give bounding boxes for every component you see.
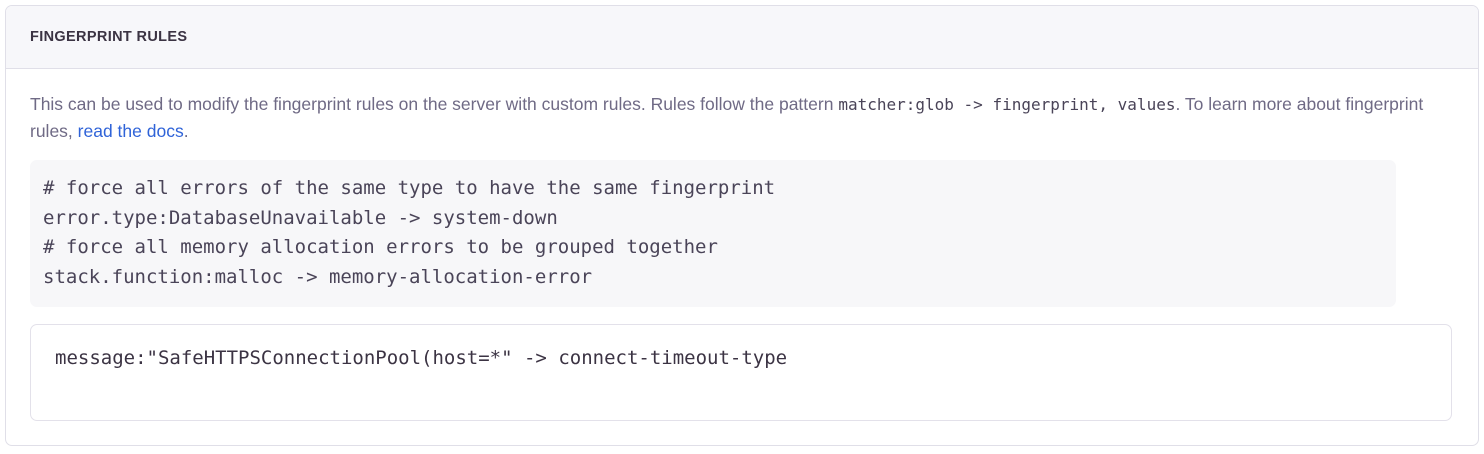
page-title: FINGERPRINT RULES	[30, 28, 188, 45]
example-code-block: # force all errors of the same type to h…	[30, 160, 1396, 307]
inline-code-pattern: matcher:glob -> fingerprint, values	[838, 95, 1176, 114]
description-text-part2: . To learn more about fingerprint rules,	[30, 94, 1424, 141]
description-text-part1: This can be used to modify the fingerpri…	[30, 94, 839, 114]
panel-description: This can be used to modify the fingerpri…	[30, 91, 1430, 144]
code-line: stack.function:malloc -> memory-allocati…	[43, 265, 593, 288]
fingerprint-rules-panel: FINGERPRINT RULES This can be used to mo…	[5, 5, 1479, 446]
panel-header: FINGERPRINT RULES	[6, 6, 1478, 69]
code-line: error.type:DatabaseUnavailable -> system…	[43, 206, 558, 229]
fingerprint-rules-input[interactable]	[30, 324, 1452, 421]
read-the-docs-link[interactable]: read the docs	[77, 121, 184, 141]
code-line: # force all errors of the same type to h…	[43, 177, 776, 199]
panel-body: This can be used to modify the fingerpri…	[6, 69, 1478, 421]
description-text-part3: .	[183, 121, 189, 141]
code-line: # force all memory allocation errors to …	[43, 236, 718, 258]
